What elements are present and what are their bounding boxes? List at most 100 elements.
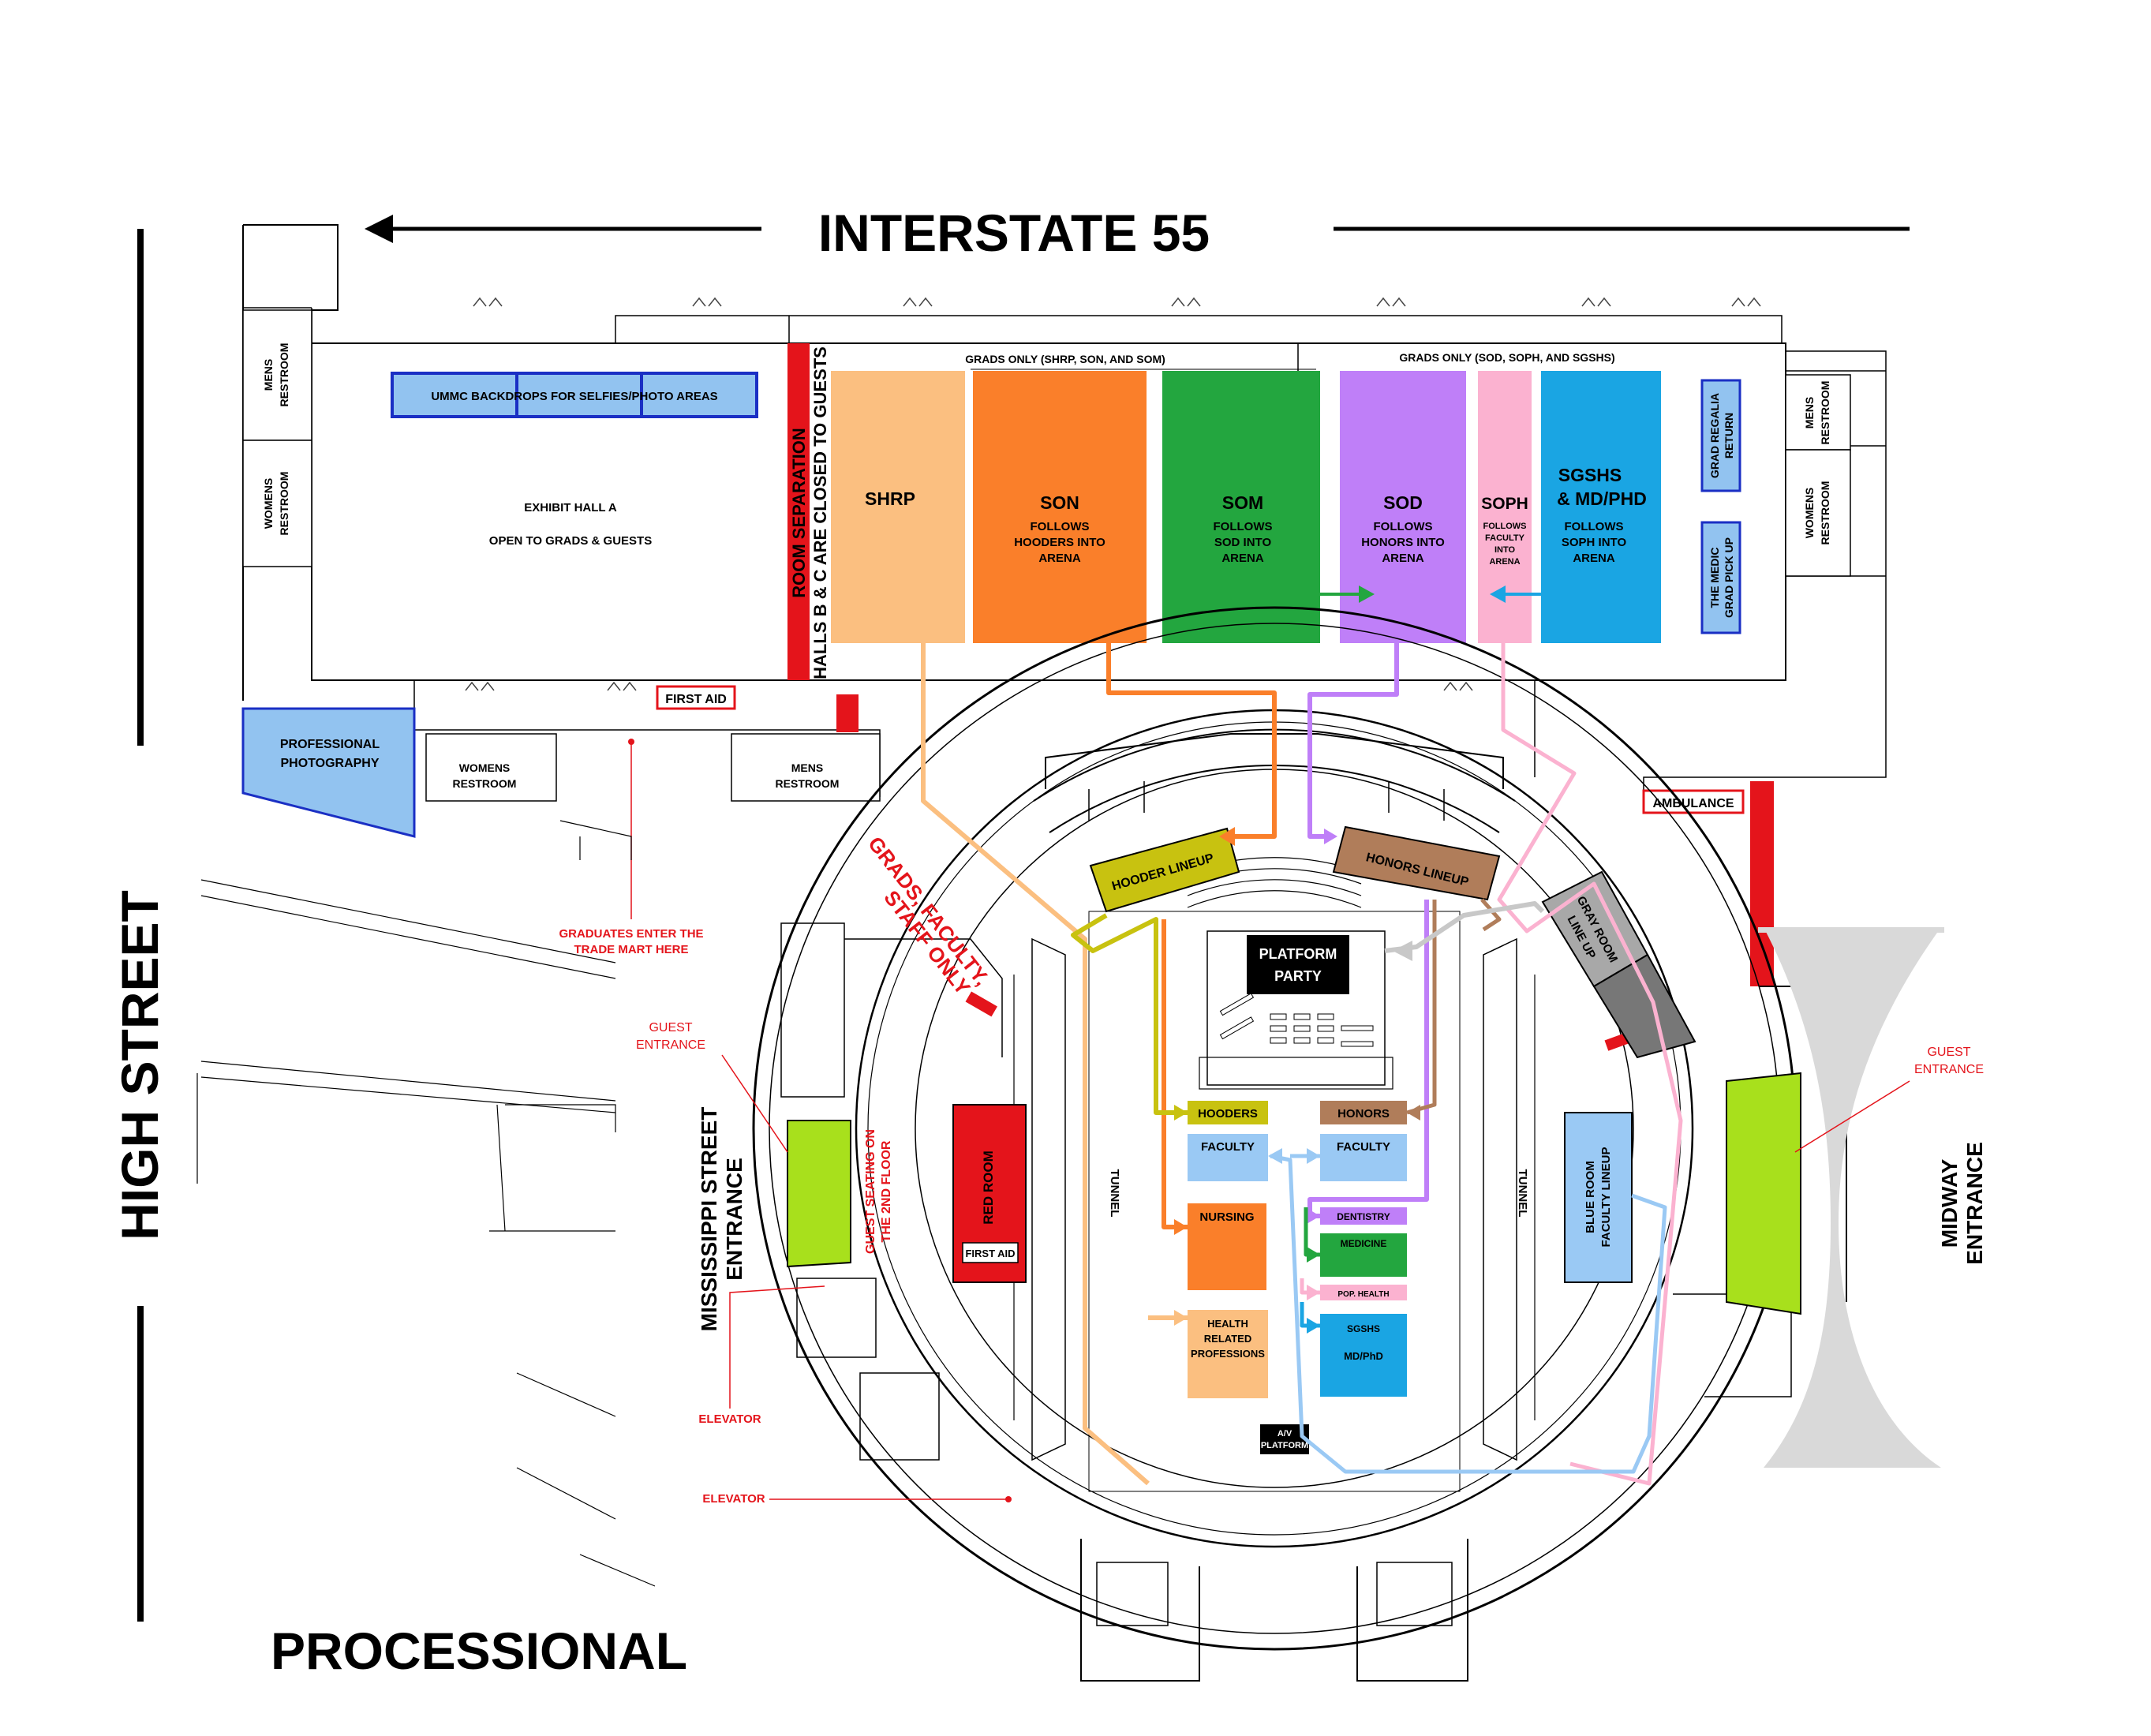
floor-seating-label: MD/PhD [1344,1350,1383,1362]
tunnel-label: TUNNEL [1516,1169,1529,1218]
red-barrier-top [836,694,859,732]
som-to-sod-arrow-icon [1314,586,1375,603]
medic-label: GRAD PICK UP [1723,537,1735,618]
medic-label: THE MEDIC [1708,548,1721,608]
school-note: ARENA [1221,552,1264,565]
route-medicine [1304,1207,1320,1263]
av-label: PLATFORM [1261,1441,1308,1450]
school-note: ARENA [1489,557,1520,567]
processional-heading: PROCESSIONAL [271,1622,687,1680]
professional-photography: PROFESSIONAL PHOTOGRAPHY [241,707,416,838]
floor-seating-label: HOODERS [1198,1107,1258,1121]
floor-sgshs: SGSHS MD/PhD [1320,1314,1407,1397]
guest-entrance-right [1726,1072,1801,1315]
elevator-pointer [729,1285,825,1409]
school-block-shrp: SHRP [831,371,965,643]
medic-grad-pickup: THE MEDIC GRAD PICK UP [1700,521,1741,634]
school-note: FOLLOWS [1483,522,1527,531]
floor-seating-label: SGSHS [1347,1323,1380,1334]
backdrops-label: UMMC BACKDROPS FOR SELFIES/PHOTO AREAS [431,390,717,403]
blue-room-label: BLUE ROOM [1584,1161,1597,1233]
floor-faculty-left: FACULTY [1188,1134,1268,1181]
womens-restroom-lower: WOMENS RESTROOM [425,733,557,802]
school-code: SGSHS [1558,465,1622,485]
school-note: SOD INTO [1214,536,1272,549]
midway-entrance-heading: ENTRANCE [1962,1142,1987,1265]
restroom-label: RESTROOM [278,343,290,407]
floor-seating-label: PROFESSIONS [1191,1348,1265,1360]
floor-faculty-right: FACULTY [1320,1134,1407,1181]
av-label: A/V [1278,1429,1292,1439]
guest-entrance-label: GUEST [649,1021,692,1034]
exhibit-hall-name: EXHIBIT HALL A [524,501,617,514]
route-hooders [1071,913,1188,1121]
interstate-heading: INTERSTATE 55 [818,204,1210,262]
midway-hourglass-shape [1764,927,1941,1468]
restroom-label: WOMENS [459,761,511,774]
hooder-lineup: HOODER LINEUP [1089,827,1240,913]
school-note: FOLLOWS [1374,520,1433,533]
graduates-enter-label: GRADUATES ENTER THE [559,927,703,941]
guest-entrance-pointer [721,1054,788,1153]
guest-entrance-pointer [1794,1080,1910,1153]
first-aid-label: FIRST AID [665,693,727,706]
ambulance-label: AMBULANCE [1652,797,1734,810]
school-note: HONORS INTO [1361,536,1445,549]
floor-health-related: HEALTH RELATED PROFESSIONS [1188,1310,1268,1398]
restroom-label: MENS [791,761,823,774]
school-code: SOPH [1481,495,1528,513]
mississippi-entrance-heading: ENTRANCE [722,1158,746,1281]
grads-faculty-label: GRADS, FACULTY, [863,832,994,990]
floor-seating-label: FACULTY [1201,1140,1255,1154]
school-code: SHRP [865,488,915,509]
route-gray [1384,901,1545,961]
floor-seating-label: MEDICINE [1341,1238,1387,1249]
ambulance-box: AMBULANCE [1642,789,1745,814]
arena-structure [752,606,1847,1682]
restroom-label: WOMENS [1803,488,1816,539]
floor-nursing: NURSING [1188,1203,1266,1290]
restroom-label: RESTROOM [1819,481,1831,545]
pro-photo-label: PHOTOGRAPHY [280,757,379,770]
school-note: SOPH INTO [1562,536,1627,549]
red-room: RED ROOM FIRST AID [952,1104,1027,1283]
room-separation-label: ROOM SEPARATION [789,428,809,598]
floor-seating-label: FACULTY [1337,1140,1390,1154]
school-note: ARENA [1573,552,1615,565]
school-code: SOD [1383,492,1423,513]
grad-regalia-return: GRAD REGALIA RETURN [1700,379,1741,492]
floor-seating-label: RELATED [1204,1333,1251,1345]
route-sod [1307,643,1429,1224]
floor-seating-label: DENTISTRY [1337,1211,1390,1222]
restroom-label: RESTROOM [1819,381,1831,445]
blue-room-faculty-lineup: BLUE ROOM FACULTY LINEUP [1564,1112,1633,1283]
school-block-som: SOM FOLLOWS SOD INTO ARENA [1162,371,1320,643]
school-note: FOLLOWS [1565,520,1624,533]
school-block-son: SON FOLLOWS HOODERS INTO ARENA [973,371,1147,643]
midway-entrance-heading: MIDWAY [1937,1158,1962,1248]
guest-entrance-label: GUEST [1927,1046,1970,1059]
school-note: FOLLOWS [1214,520,1273,533]
interstate-arrow-icon [365,215,761,243]
guest-entrance-left [787,1120,851,1268]
floor-hooders: HOODERS [1188,1101,1268,1124]
womens-restroom-right: WOMENS RESTROOM [1785,449,1851,577]
floor-seating-label: HONORS [1337,1107,1390,1121]
grads-only-label-1: GRADS ONLY (SHRP, SON, AND SOM) [965,353,1165,365]
grads-only-label-2: GRADS ONLY (SOD, SOPH, AND SGSHS) [1399,351,1614,364]
mens-restroom-lower: MENS RESTROOM [731,733,881,802]
gray-room-lineup: GRAY ROOM LINE UP [1541,870,1696,1059]
school-note: FOLLOWS [1031,520,1090,533]
guest-seating-label: THE 2ND FLOOR [880,1140,893,1242]
restroom-label: MENS [262,359,275,391]
floor-dentistry: DENTISTRY [1320,1207,1407,1225]
pro-photo-label: PROFESSIONAL [280,738,380,751]
blue-room-label: FACULTY LINEUP [1599,1147,1613,1248]
school-block-sgshs: SGSHS & MD/PHD FOLLOWS SOPH INTO ARENA [1541,371,1661,643]
mens-restroom-right: MENS RESTROOM [1785,374,1851,451]
school-code: & MD/PHD [1557,488,1647,509]
route-faculty [1268,1148,1667,1474]
restroom-label: WOMENS [262,478,275,529]
red-room-label: RED ROOM [981,1150,996,1225]
